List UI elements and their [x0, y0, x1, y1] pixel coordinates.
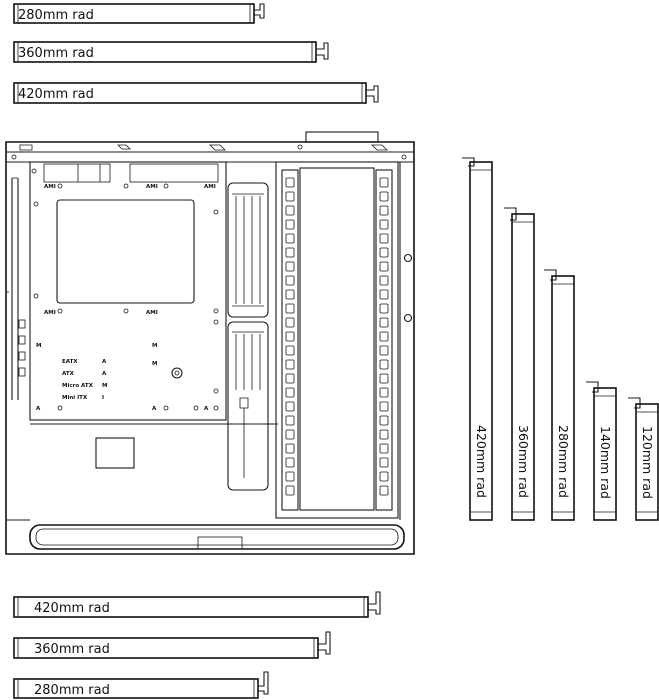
vent-slot — [379, 191, 389, 202]
vent-slot — [285, 387, 295, 398]
form-factor-name: Mini ITX — [62, 395, 88, 401]
form-factor-name: ATX — [62, 371, 75, 377]
vent-slot — [379, 471, 389, 482]
form-factor-code: A — [102, 371, 107, 377]
vent-slot — [285, 485, 295, 496]
vent-slot — [285, 177, 295, 188]
radiator-label: 280mm rad — [34, 683, 110, 698]
standoff-mark: AMI — [204, 184, 216, 190]
vent-slot — [285, 443, 295, 454]
radiator-label: 360mm rad — [34, 642, 110, 657]
vent-slot — [379, 373, 389, 384]
radiator-vertical-360: 360mm rad — [504, 207, 535, 521]
vent-slot — [285, 429, 295, 440]
vent-slot — [285, 401, 295, 412]
radiator-horizontal-360-bottom: 360mm rad — [13, 631, 331, 659]
radiator-label: 420mm rad — [18, 87, 94, 102]
radiator-horizontal-420-bottom: 420mm rad — [13, 591, 381, 618]
vent-slot — [379, 233, 389, 244]
vent-slot — [379, 359, 389, 370]
form-factor-name: Micro ATX — [62, 383, 94, 389]
vent-slot — [379, 443, 389, 454]
radiator-label: 360mm rad — [18, 46, 94, 61]
radiator-label: 280mm rad — [556, 425, 571, 498]
radiator-horizontal-420-top: 420mm rad — [13, 82, 379, 104]
form-factor-code: I — [102, 395, 104, 401]
vent-slot — [285, 261, 295, 272]
radiator-vertical-140: 140mm rad — [586, 381, 617, 521]
standoff-mark: AMI — [44, 310, 56, 316]
vent-slot — [379, 261, 389, 272]
vent-slot — [379, 415, 389, 426]
form-factor-code: A — [102, 359, 107, 365]
vent-slot — [379, 387, 389, 398]
vent-slot — [379, 275, 389, 286]
vent-slot — [379, 331, 389, 342]
vent-slot — [285, 233, 295, 244]
vent-slot — [379, 247, 389, 258]
vent-slot — [379, 289, 389, 300]
vent-slot — [285, 471, 295, 482]
vent-slot — [285, 275, 295, 286]
radiator-label: 360mm rad — [516, 425, 531, 498]
standoff-mark: AMI — [146, 184, 158, 190]
radiator-horizontal-280-bottom: 280mm rad — [13, 671, 269, 699]
vent-slot — [379, 177, 389, 188]
form-factor-table: EATX A ATX A Micro ATX M Mini ITX I — [62, 359, 107, 401]
vent-slot — [285, 331, 295, 342]
vent-slot — [285, 289, 295, 300]
vent-slot — [285, 359, 295, 370]
vent-slot — [285, 219, 295, 230]
vent-slot — [379, 317, 389, 328]
side-mark: M — [152, 361, 157, 367]
vent-slot — [379, 205, 389, 216]
vent-slot — [285, 415, 295, 426]
radiator-label: 280mm rad — [18, 8, 94, 23]
radiator-label: 420mm rad — [474, 425, 489, 498]
vent-slot — [285, 205, 295, 216]
side-mark: M — [152, 343, 157, 349]
vent-slot — [285, 247, 295, 258]
vent-slot — [285, 373, 295, 384]
vent-slot — [379, 303, 389, 314]
radiator-label: 140mm rad — [598, 426, 613, 499]
radiator-label: 420mm rad — [34, 601, 110, 616]
side-mark: A — [204, 406, 209, 412]
radiator-label: 120mm rad — [640, 426, 655, 499]
standoff-mark: AMI — [44, 184, 56, 190]
standoff-mark: AMI — [146, 310, 158, 316]
form-factor-name: EATX — [62, 359, 78, 365]
vent-slot — [379, 485, 389, 496]
radiator-vertical-280: 280mm rad — [544, 269, 575, 521]
vent-slot — [379, 401, 389, 412]
radiator-horizontal-280-top: 280mm rad — [13, 3, 265, 24]
radiator-vertical-120: 120mm rad — [628, 397, 659, 521]
form-factor-code: M — [102, 383, 107, 389]
vent-slot — [285, 303, 295, 314]
vent-slot — [285, 457, 295, 468]
side-mark: A — [36, 406, 41, 412]
radiator-vertical-420: 420mm rad — [462, 157, 493, 521]
pc-case-side-view: AMI AMI AMI AMI AMI M M M A A A EATX A A… — [5, 131, 415, 555]
cable-grommets — [227, 182, 269, 491]
vent-slot — [285, 345, 295, 356]
side-mark: M — [36, 343, 41, 349]
vent-slot — [285, 317, 295, 328]
vent-slot — [285, 191, 295, 202]
radiator-horizontal-360-top: 360mm rad — [13, 41, 329, 63]
vent-slot — [379, 345, 389, 356]
vent-slot — [379, 457, 389, 468]
vent-slot — [379, 219, 389, 230]
side-mark: A — [152, 406, 157, 412]
vent-slot — [379, 429, 389, 440]
